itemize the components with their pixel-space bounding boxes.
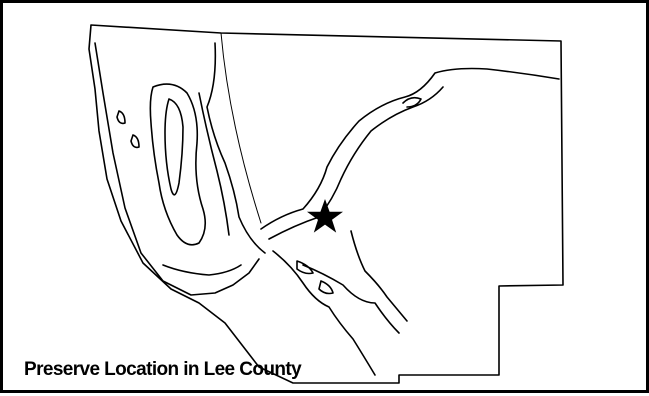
sanibel-island bbox=[162, 264, 242, 276]
county-line-north bbox=[220, 32, 262, 224]
barrier-island bbox=[94, 42, 260, 296]
map-caption: Preserve Location in Lee County bbox=[24, 359, 302, 380]
pine-island bbox=[149, 83, 207, 246]
imperial-river bbox=[350, 230, 408, 322]
star-icon bbox=[307, 199, 343, 233]
matlacha-pass bbox=[198, 92, 230, 236]
mainland-coast bbox=[206, 42, 266, 254]
pine-island-sound bbox=[164, 98, 184, 196]
caloosahatchee-river bbox=[260, 67, 560, 230]
county-boundary bbox=[88, 24, 564, 384]
small-islands bbox=[116, 110, 334, 295]
caloosahatchee-river-south-bank bbox=[268, 86, 444, 240]
estero-river bbox=[302, 264, 400, 334]
estero-bay-coast bbox=[272, 250, 376, 376]
orange-river bbox=[402, 96, 422, 108]
lee-county-map bbox=[88, 24, 564, 384]
